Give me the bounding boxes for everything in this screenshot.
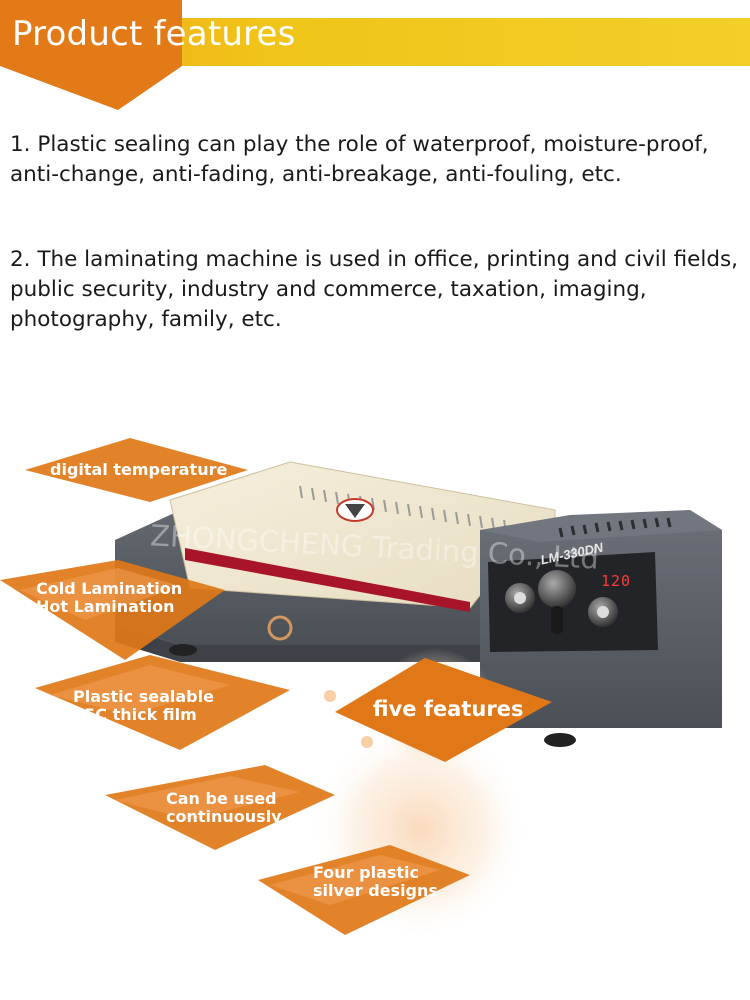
product-scene: ZHONGCHENG Trading Co., Ltd LM-330DN 120… — [0, 380, 750, 1000]
section-banner: Product features — [0, 0, 750, 110]
callout-line: silver designs — [313, 881, 438, 900]
callout-line: Four plastic — [313, 863, 419, 882]
callout-line: digital temperature — [50, 460, 228, 479]
callout-digital-temperature: digital temperature — [50, 461, 227, 479]
callout-line: 25C thick film — [73, 705, 197, 724]
banner-shape — [0, 0, 750, 110]
callout-silver-designs: Four plastic silver designs — [313, 864, 438, 900]
temperature-display: 120 — [601, 572, 632, 590]
callout-line: Plastic sealable — [73, 687, 214, 706]
feature-paragraph-1: 1. Plastic sealing can play the role of … — [10, 132, 709, 187]
callout-line: continuously — [166, 807, 282, 826]
laminator-machine — [115, 461, 722, 747]
callout-continuous-use: Can be used continuously — [166, 790, 282, 826]
banner-title: Product features — [12, 14, 296, 54]
callout-line: Cold Lamination — [36, 579, 183, 598]
callout-line: Hot Lamination — [36, 597, 175, 616]
callout-thick-film: Plastic sealable 25C thick film — [73, 688, 214, 724]
laminator-illustration — [0, 438, 722, 940]
callout-line: Can be used — [166, 789, 277, 808]
five-features-badge: five features — [373, 697, 524, 721]
feature-paragraph-2: 2. The laminating machine is used in off… — [10, 247, 739, 332]
callout-lamination: Cold Lamination Hot Lamination — [36, 580, 182, 616]
